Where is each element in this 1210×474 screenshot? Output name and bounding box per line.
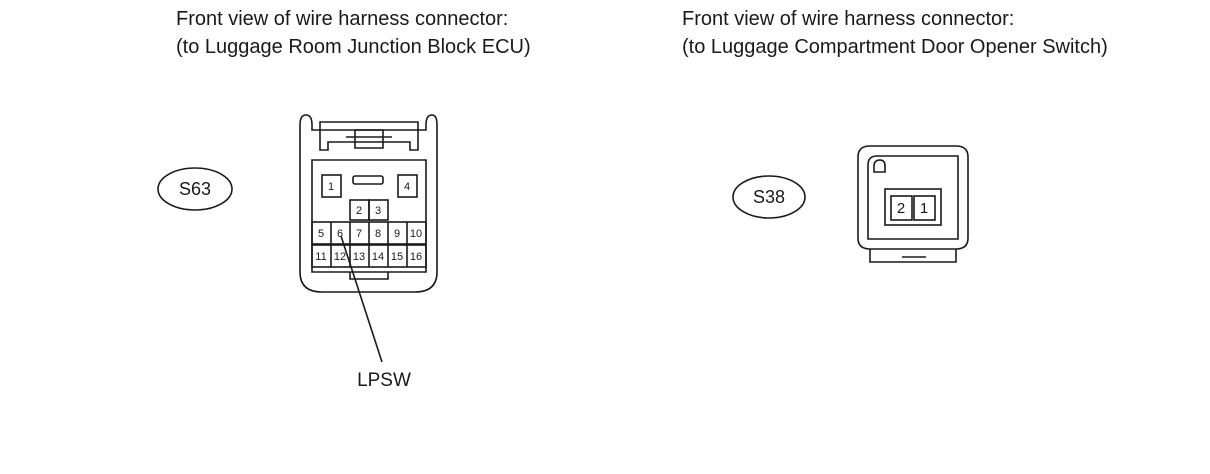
left-caption-line2: (to Luggage Room Junction Block ECU): [176, 36, 531, 58]
s63-pin-label-14: 14: [372, 251, 384, 263]
s38-connector-body: [857, 145, 969, 263]
s63-pin-label-13: 13: [353, 251, 365, 263]
s63-pin-label-10: 10: [410, 228, 422, 240]
s63-pin-label-15: 15: [391, 251, 403, 263]
lpsw-leader-line: [340, 235, 383, 363]
s63-pin-label-5: 5: [318, 228, 324, 240]
s63-pin-label-2: 2: [356, 205, 362, 217]
s63-pin-row-1: [311, 221, 427, 245]
s63-pin-1: [321, 174, 342, 198]
s63-pin-4: [397, 174, 418, 198]
s63-pin-label-4: 4: [404, 181, 410, 193]
s63-pin-label-1: 1: [328, 181, 334, 193]
s63-pin-label-11: 11: [315, 251, 326, 263]
left-connector-caption: Front view of wire harness connector: (t…: [176, 5, 531, 61]
s38-pin-label-2: 2: [897, 200, 905, 217]
s63-pin-label-8: 8: [375, 228, 381, 240]
right-caption-line1: Front view of wire harness connector:: [682, 8, 1015, 30]
s63-oval: [157, 167, 233, 211]
s63-pin-label-7: 7: [356, 228, 362, 240]
s63-pin-3: [368, 199, 389, 221]
s63-pin-label-16: 16: [410, 251, 422, 263]
right-caption-line2: (to Luggage Compartment Door Opener Swit…: [682, 36, 1108, 58]
s63-pin-label-3: 3: [375, 205, 381, 217]
s63-code: S63: [179, 179, 211, 199]
s38-code: S38: [753, 187, 785, 207]
s38-pin-2: [890, 195, 913, 221]
right-connector-caption: Front view of wire harness connector: (t…: [682, 5, 1108, 61]
s38-pin-label-1: 1: [920, 200, 928, 217]
s63-pin-label-9: 9: [394, 228, 400, 240]
s38-oval: [732, 175, 806, 219]
lpsw-label: LPSW: [357, 370, 411, 391]
s63-pin-label-6: 6: [337, 228, 343, 240]
left-caption-line1: Front view of wire harness connector:: [176, 8, 509, 30]
s63-pin-label-12: 12: [334, 251, 346, 263]
s38-pin-1: [913, 195, 936, 221]
